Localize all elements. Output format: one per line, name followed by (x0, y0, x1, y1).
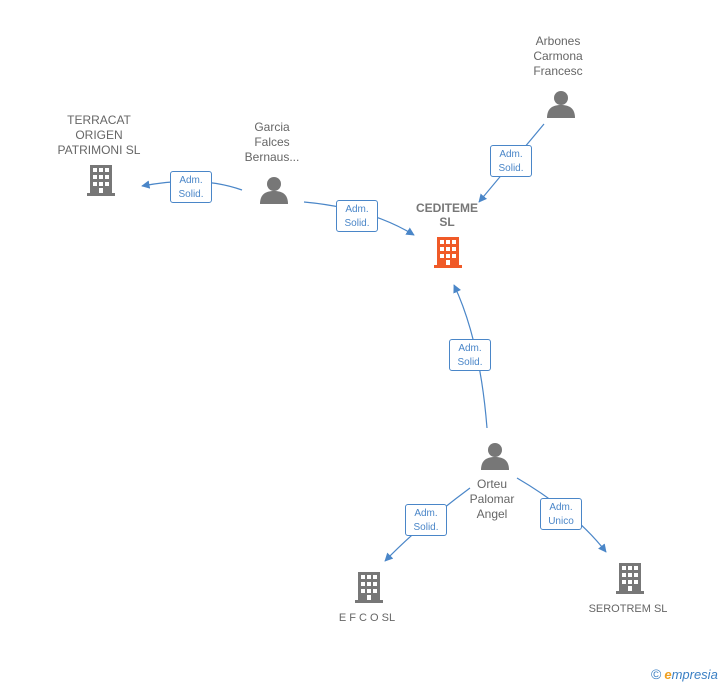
node-orteu[interactable]: Orteu Palomar Angel (470, 443, 515, 521)
edge-role-line2: Solid. (344, 218, 370, 229)
company-building-icon (616, 563, 644, 594)
node-garcia-label-1: Garcia (254, 120, 290, 134)
node-cediteme-label-2: SL (439, 215, 454, 229)
node-serotrem-label: SEROTREM SL (589, 603, 668, 615)
edge-role-line1: Adm. (179, 175, 203, 186)
node-orteu-label-1: Orteu (477, 477, 507, 491)
edge-label-orteu-efco[interactable]: Adm. Solid. (405, 504, 447, 536)
company-building-icon (87, 165, 115, 196)
company-building-icon (434, 237, 462, 268)
node-terracat-label-2: ORIGEN (75, 128, 122, 142)
edge-role-line1: Adm. (345, 204, 369, 215)
edge-role-line1: Adm. (549, 502, 573, 513)
person-icon (481, 443, 509, 470)
edge-role-line1: Adm. (458, 343, 482, 354)
edge-label-orteu-cediteme[interactable]: Adm. Solid. (449, 339, 491, 371)
node-garcia-label-3: Bernaus... (245, 150, 300, 164)
node-cediteme-label-1: CEDITEME (416, 201, 478, 215)
edge-role-line1: Adm. (499, 149, 523, 160)
node-orteu-label-2: Palomar (470, 492, 515, 506)
node-arbones-label-3: Francesc (533, 64, 582, 78)
edge-label-garcia-cediteme[interactable]: Adm. Solid. (336, 200, 378, 232)
node-terracat-label-3: PATRIMONI SL (58, 143, 141, 157)
edge-role-line1: Adm. (414, 508, 438, 519)
edge-role-line2: Unico (548, 516, 574, 527)
node-arbones-label-2: Carmona (533, 49, 583, 63)
edge-label-arbones-cediteme[interactable]: Adm. Solid. (490, 145, 532, 177)
edge-label-orteu-serotrem[interactable]: Adm. Unico (540, 498, 582, 530)
node-efco[interactable]: E F C O SL (339, 572, 395, 624)
edge-label-garcia-terracat[interactable]: Adm. Solid. (170, 171, 212, 203)
node-orteu-label-3: Angel (477, 507, 508, 521)
edge-role-line2: Solid. (178, 189, 204, 200)
node-cediteme[interactable]: CEDITEME SL (416, 201, 478, 268)
copyright-icon: © (651, 666, 662, 682)
node-garcia-label-2: Falces (254, 135, 289, 149)
edge-role-line2: Solid. (498, 163, 524, 174)
node-terracat[interactable]: TERRACAT ORIGEN PATRIMONI SL (58, 113, 141, 196)
footer-brand[interactable]: ©empresia (651, 666, 718, 684)
node-arbones-label-1: Arbones (536, 34, 581, 48)
company-building-icon (355, 572, 383, 603)
edge-role-line2: Solid. (457, 357, 483, 368)
node-terracat-label-1: TERRACAT (67, 113, 131, 127)
node-efco-label: E F C O SL (339, 612, 395, 624)
person-icon (547, 91, 575, 118)
brand-logo-text: mpresia (671, 667, 718, 682)
edge-role-line2: Solid. (413, 522, 439, 533)
node-garcia[interactable]: Garcia Falces Bernaus... (245, 120, 300, 204)
node-arbones[interactable]: Arbones Carmona Francesc (533, 34, 583, 118)
node-serotrem[interactable]: SEROTREM SL (589, 563, 668, 615)
brand-logo-e: e (664, 667, 672, 682)
person-icon (260, 177, 288, 204)
